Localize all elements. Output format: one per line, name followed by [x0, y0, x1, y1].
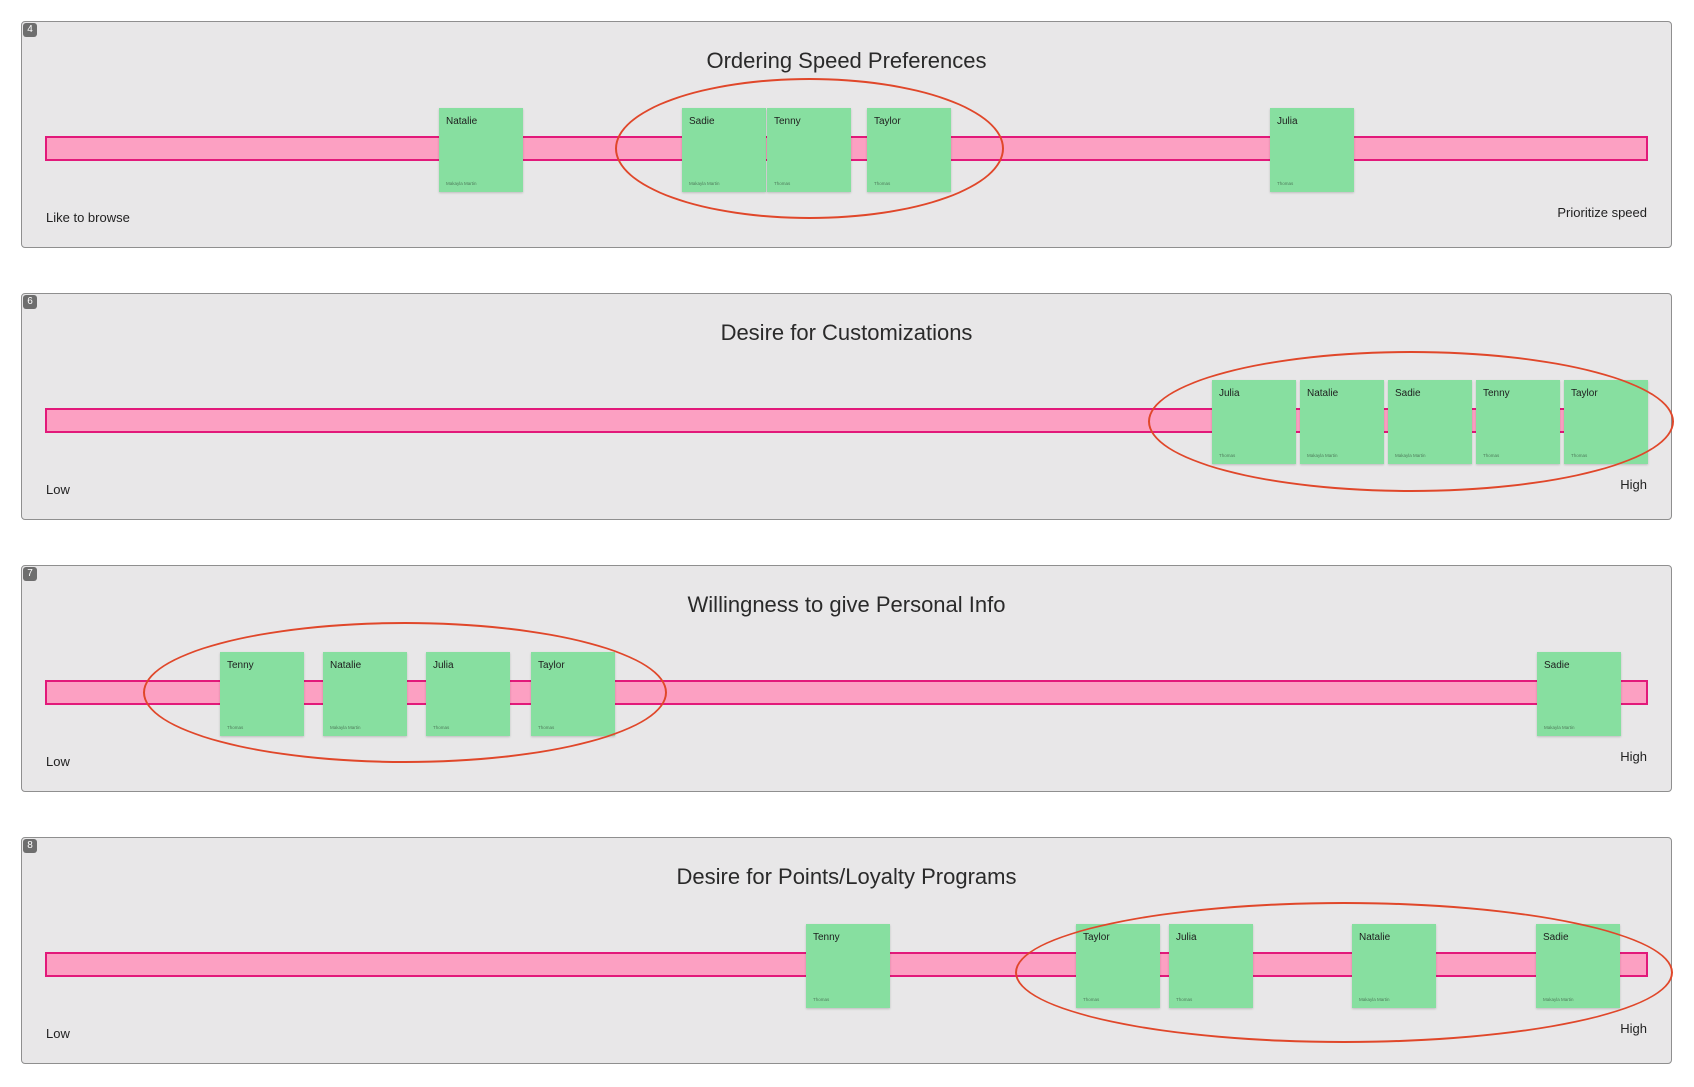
frame-ordering-speed[interactable]: 4 Ordering Speed Preferences Like to bro… [21, 21, 1672, 248]
sticky-note[interactable]: Julia Thomas [1270, 108, 1354, 192]
sticky-name: Julia [1219, 388, 1240, 399]
sticky-note[interactable]: Natalie Makayla Martin [323, 652, 407, 736]
sticky-author: Thomas [1219, 453, 1236, 458]
sticky-name: Tenny [1483, 388, 1510, 399]
sticky-name: Tenny [774, 116, 801, 127]
sticky-note[interactable]: Sadie Makayla Martin [1537, 652, 1621, 736]
sticky-author: Makayla Martin [1543, 997, 1574, 1002]
spectrum-low-label: Low [46, 754, 70, 769]
sticky-note[interactable]: Natalie Makayla Martin [1300, 380, 1384, 464]
sticky-name: Tenny [813, 932, 840, 943]
sticky-author: Thomas [874, 181, 891, 186]
sticky-note[interactable]: Julia Thomas [1169, 924, 1253, 1008]
sticky-author: Thomas [1176, 997, 1193, 1002]
sticky-note[interactable]: Natalie Makayla Martin [1352, 924, 1436, 1008]
frame-loyalty-programs[interactable]: 8 Desire for Points/Loyalty Programs Low… [21, 837, 1673, 1064]
sticky-author: Thomas [813, 997, 830, 1002]
frame-customizations[interactable]: 6 Desire for Customizations Low High Jul… [21, 293, 1674, 520]
sticky-note[interactable]: Sadie Makayla Martin [682, 108, 766, 192]
sticky-author: Makayla Martin [1395, 453, 1426, 458]
spectrum-low-label: Like to browse [46, 210, 130, 225]
sticky-note[interactable]: Natalie Makayla Martin [439, 108, 523, 192]
frame-title: Desire for Customizations [720, 320, 973, 345]
sticky-note[interactable]: Tenny Thomas [806, 924, 890, 1008]
spectrum-high-label: High [1620, 1021, 1647, 1036]
sticky-name: Julia [1176, 932, 1197, 943]
sticky-author: Makayla Martin [446, 181, 477, 186]
sticky-name: Julia [1277, 116, 1298, 127]
sticky-note[interactable]: Taylor Thomas [867, 108, 951, 192]
frame-number-badge: 8 [23, 839, 37, 853]
frame-number-badge: 6 [23, 295, 37, 309]
sticky-author: Thomas [774, 181, 791, 186]
frame-title: Ordering Speed Preferences [706, 48, 987, 73]
sticky-name: Sadie [1395, 388, 1421, 399]
sticky-name: Tenny [227, 660, 254, 671]
sticky-note[interactable]: Tenny Thomas [220, 652, 304, 736]
sticky-author: Makayla Martin [1359, 997, 1390, 1002]
sticky-note[interactable]: Tenny Thomas [1476, 380, 1560, 464]
sticky-name: Sadie [1543, 932, 1569, 943]
frame-title: Willingness to give Personal Info [687, 592, 1006, 617]
sticky-author: Makayla Martin [689, 181, 720, 186]
sticky-author: Thomas [1083, 997, 1100, 1002]
spectrum-high-label: Prioritize speed [1557, 205, 1647, 220]
sticky-name: Taylor [1083, 932, 1110, 943]
frame-title: Desire for Points/Loyalty Programs [676, 864, 1017, 889]
sticky-name: Natalie [1359, 932, 1391, 943]
sticky-note[interactable]: Julia Thomas [1212, 380, 1296, 464]
sticky-note[interactable]: Taylor Thomas [531, 652, 615, 736]
sticky-note[interactable]: Tenny Thomas [767, 108, 851, 192]
sticky-name: Sadie [689, 116, 715, 127]
sticky-name: Natalie [330, 660, 362, 671]
sticky-note[interactable]: Taylor Thomas [1564, 380, 1648, 464]
sticky-name: Natalie [446, 116, 478, 127]
sticky-author: Makayla Martin [1544, 725, 1575, 730]
spectrum-low-label: Low [46, 1026, 70, 1041]
sticky-author: Thomas [433, 725, 450, 730]
spectrum-bar [45, 680, 1648, 705]
sticky-name: Julia [433, 660, 454, 671]
sticky-note[interactable]: Taylor Thomas [1076, 924, 1160, 1008]
sticky-author: Makayla Martin [330, 725, 361, 730]
frame-number-badge: 4 [23, 23, 37, 37]
frame-number-badge: 7 [23, 567, 37, 581]
spectrum-low-label: Low [46, 482, 70, 497]
sticky-name: Natalie [1307, 388, 1339, 399]
sticky-name: Taylor [874, 116, 901, 127]
sticky-author: Thomas [1277, 181, 1294, 186]
sticky-name: Taylor [538, 660, 565, 671]
sticky-note[interactable]: Sadie Makayla Martin [1536, 924, 1620, 1008]
sticky-note[interactable]: Sadie Makayla Martin [1388, 380, 1472, 464]
frame-personal-info[interactable]: 7 Willingness to give Personal Info Low … [21, 565, 1672, 792]
spectrum-high-label: High [1620, 749, 1647, 764]
sticky-name: Taylor [1571, 388, 1598, 399]
sticky-name: Sadie [1544, 660, 1570, 671]
sticky-author: Makayla Martin [1307, 453, 1338, 458]
sticky-author: Thomas [1571, 453, 1588, 458]
sticky-author: Thomas [1483, 453, 1500, 458]
spectrum-high-label: High [1620, 477, 1647, 492]
sticky-author: Thomas [538, 725, 555, 730]
sticky-note[interactable]: Julia Thomas [426, 652, 510, 736]
sticky-author: Thomas [227, 725, 244, 730]
